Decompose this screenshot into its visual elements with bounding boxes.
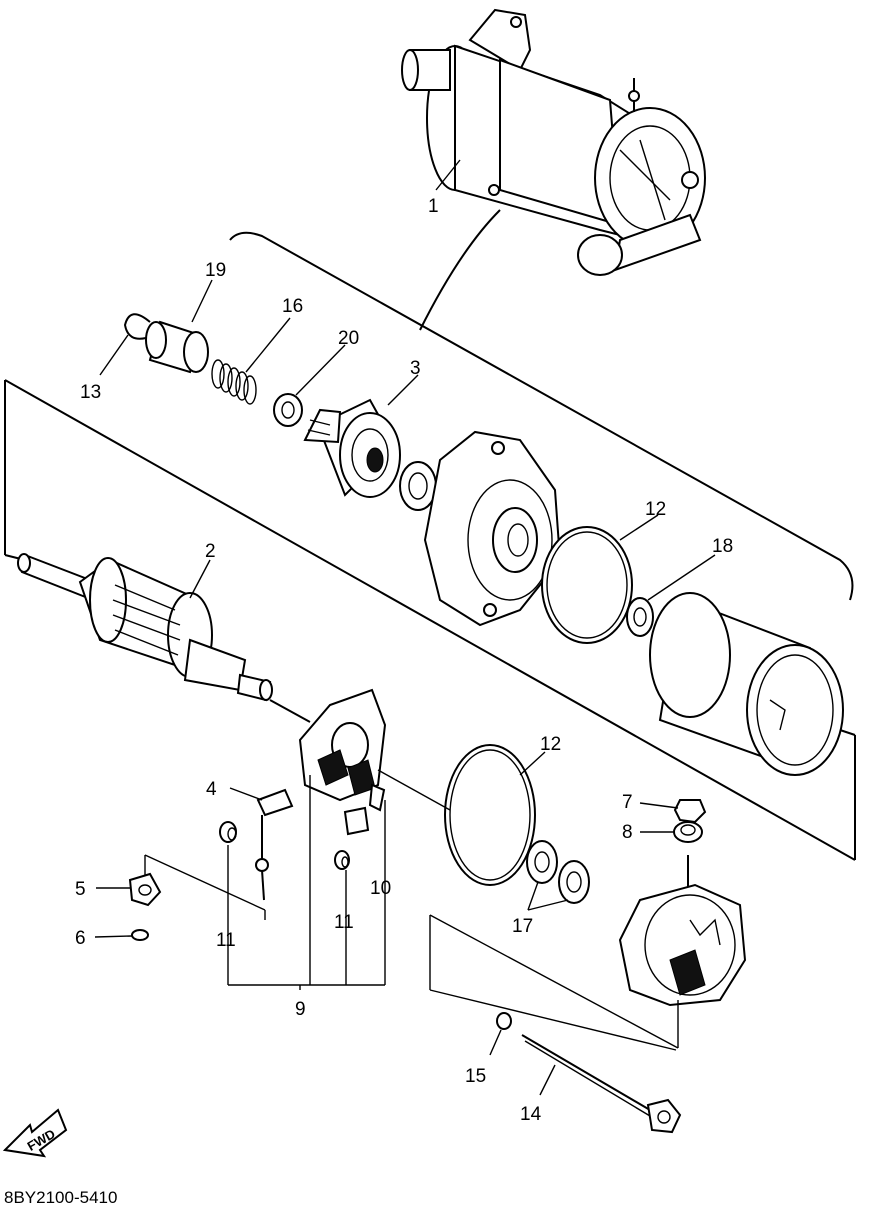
- washer-18: [626, 597, 654, 637]
- callout-8: 8: [622, 822, 633, 843]
- yoke-housing: [649, 592, 844, 776]
- armature-2: [17, 553, 273, 702]
- washer-plain: [399, 461, 437, 511]
- callout-19: 19: [205, 260, 226, 281]
- callout-12-lower: 12: [540, 734, 561, 755]
- callout-5: 5: [75, 879, 86, 900]
- washer-6: [131, 929, 149, 941]
- washer-20: [273, 393, 303, 427]
- callout-2: 2: [205, 541, 216, 562]
- washer-15: [496, 1012, 512, 1030]
- brush-spring-11-right: [334, 850, 350, 870]
- callout-11-left: 11: [216, 930, 236, 951]
- rear-cover: [618, 855, 747, 1007]
- nut-5: [128, 872, 162, 907]
- forward-arrow-icon: FWD: [2, 1108, 68, 1158]
- brush-plate: [298, 688, 387, 836]
- washers-17: [526, 840, 590, 904]
- circlip-13: [123, 313, 151, 340]
- callout-13: 13: [80, 382, 101, 403]
- callout-11-right: 11: [334, 912, 354, 933]
- callout-12-upper: 12: [645, 499, 666, 520]
- callout-16: 16: [282, 296, 303, 317]
- o-ring-12-upper: [541, 526, 633, 644]
- callout-3: 3: [410, 358, 421, 379]
- callout-bracket-14-15: [429, 914, 679, 1051]
- front-cover: [423, 430, 562, 627]
- callout-15: 15: [465, 1066, 486, 1087]
- assembly-bracket: [229, 209, 854, 601]
- brush-4: [255, 788, 294, 901]
- callout-9: 9: [295, 999, 306, 1020]
- callout-18: 18: [712, 536, 733, 557]
- callout-7: 7: [622, 792, 633, 813]
- callout-bracket-9: [227, 775, 386, 990]
- callout-17: 17: [512, 916, 533, 937]
- spring-16: [211, 359, 257, 405]
- through-bolt-14: [521, 1034, 682, 1134]
- brush-spring-11-left: [219, 821, 237, 843]
- diagram-code: 8BY2100-5410: [4, 1188, 117, 1205]
- nut-7: [673, 799, 707, 824]
- callout-20: 20: [338, 328, 359, 349]
- collar-19: [145, 320, 209, 374]
- group-frame-lines: [4, 379, 856, 861]
- starter-clutch-3: [303, 398, 401, 498]
- o-ring-12-lower: [444, 744, 536, 886]
- starter-motor-assembly: [401, 8, 706, 276]
- grommet-8: [673, 821, 703, 843]
- callout-10: 10: [370, 878, 391, 899]
- callout-6: 6: [75, 928, 86, 949]
- callout-1: 1: [428, 196, 439, 217]
- callout-4: 4: [206, 779, 217, 800]
- callout-14: 14: [520, 1104, 542, 1125]
